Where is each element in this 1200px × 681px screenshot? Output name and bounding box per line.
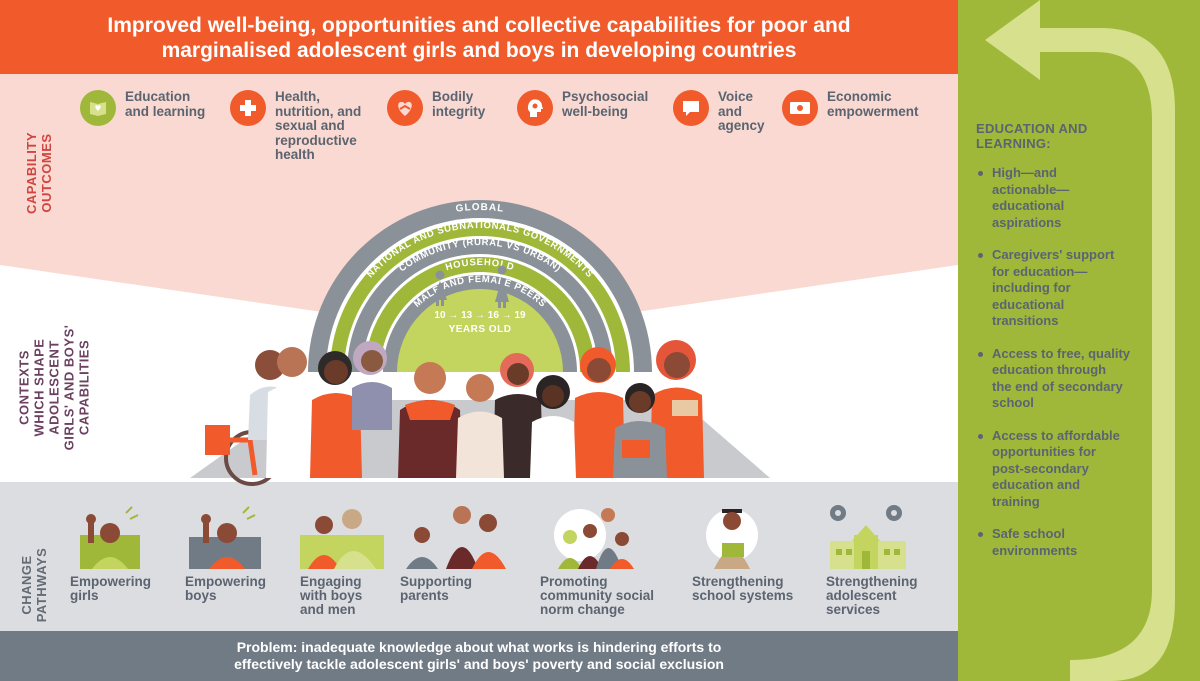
boy-figure-icon	[495, 265, 509, 308]
problem-banner: Problem: inadequate knowledge about what…	[0, 631, 958, 681]
adolescents-illustration	[205, 335, 704, 486]
person-back-4	[352, 341, 392, 430]
handshake-heart-icon	[387, 90, 423, 126]
person-front-3	[613, 383, 667, 478]
parents-icon	[406, 506, 506, 569]
girl-figure-icon	[433, 270, 447, 306]
men-group-icon	[300, 509, 384, 569]
person-back-7	[573, 347, 625, 478]
person-back-5	[398, 362, 462, 478]
person-front-2	[530, 375, 576, 478]
speech-bubble-icon	[673, 90, 709, 126]
curved-arrow-shape	[985, 0, 1175, 681]
ages-text: 10 → 13 → 16 → 19	[434, 310, 526, 321]
person-back-3	[310, 351, 362, 478]
ring-label-global: GLOBAL	[455, 202, 505, 215]
person-back-6	[493, 353, 543, 478]
header-line-2: marginalised adolescent girls and boys i…	[161, 39, 797, 62]
person-back-2	[266, 335, 318, 478]
footer-line-1: Problem: inadequate knowledge about what…	[236, 639, 722, 655]
context-rings: GLOBAL NATIONAL AND SUBNATIONALS GOVERNM…	[308, 200, 652, 372]
money-icon	[782, 90, 818, 126]
header-line-1: Improved well-being, opportunities and c…	[107, 14, 851, 37]
school-building-gears-icon	[830, 505, 906, 569]
medical-cross-icon	[230, 90, 266, 126]
boy-raised-fist-icon	[189, 506, 261, 569]
footer-line-2: effectively tackle adolescent girls' and…	[234, 656, 724, 672]
header-banner: Improved well-being, opportunities and c…	[0, 0, 958, 74]
community-group-icon	[554, 508, 634, 569]
person-back-8	[650, 340, 704, 478]
person-front-1	[456, 374, 504, 478]
girl-raised-fist-icon	[80, 506, 140, 569]
ring-label-household: HOUSEHOLD	[444, 257, 515, 273]
head-profile-icon	[517, 90, 553, 126]
years-old-text: YEARS OLD	[449, 324, 512, 335]
graduate-icon	[706, 509, 758, 569]
book-heart-icon	[80, 90, 116, 126]
